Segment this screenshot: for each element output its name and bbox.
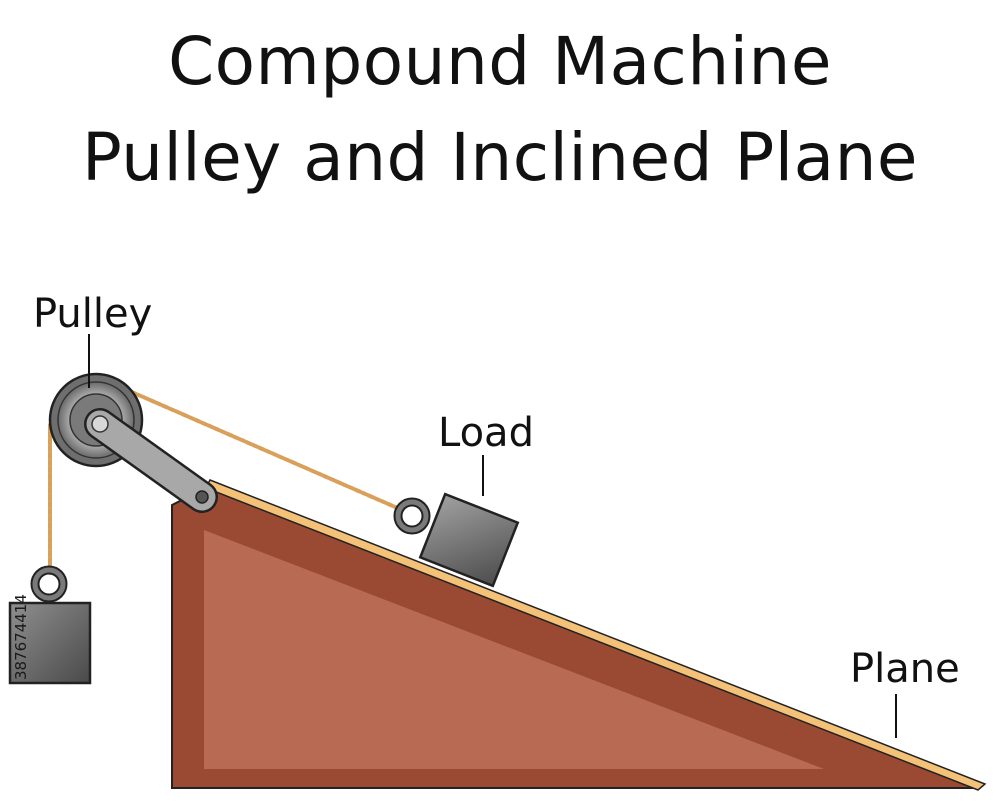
diagram-title: Compound Machine Pulley and Inclined Pla…	[0, 14, 1000, 206]
rope-to-load	[116, 384, 404, 512]
load-label: Load	[438, 410, 534, 456]
hanging-weight	[8, 565, 92, 685]
plane-label: Plane	[850, 646, 960, 692]
side-id-text: 387674414	[12, 594, 30, 680]
title-line-2: Pulley and Inclined Plane	[81, 119, 919, 196]
inclined-plane	[171, 479, 987, 791]
pulley-label: Pulley	[33, 291, 152, 337]
pulley-arm	[84, 408, 218, 513]
title-line-1: Compound Machine	[168, 23, 832, 100]
ramp-inner-panel	[204, 530, 824, 769]
load-weight	[393, 492, 520, 588]
